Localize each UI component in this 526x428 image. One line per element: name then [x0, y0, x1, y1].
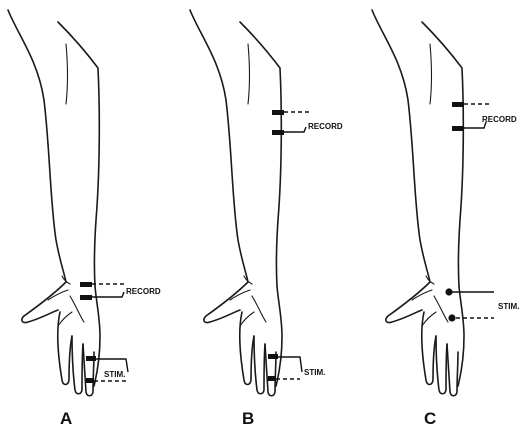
record-electrode-distal — [80, 295, 92, 300]
record-label: RECORD — [482, 115, 517, 124]
stim-label: STIM. — [304, 368, 325, 377]
record-electrode-proximal — [272, 110, 284, 115]
record-label: RECORD — [308, 122, 343, 131]
record-label: RECORD — [126, 287, 161, 296]
record-electrode-distal — [452, 126, 464, 131]
stim-label: STIM. — [104, 370, 125, 379]
panel-c: RECORD STIM. C — [372, 10, 519, 428]
record-electrode-proximal — [452, 102, 464, 107]
stim-electrode-distal — [268, 376, 276, 381]
stim-electrodes-c: STIM. — [445, 288, 519, 321]
record-electrodes-a: RECORD — [80, 282, 161, 300]
record-electrodes-c: RECORD — [452, 102, 517, 131]
record-electrodes-b: RECORD — [272, 110, 343, 135]
stim-electrode-distal — [86, 378, 94, 383]
stim-electrodes-a: STIM. — [86, 356, 128, 383]
panel-letter-a: A — [60, 409, 72, 428]
panel-b: RECORD STIM. B — [190, 10, 343, 428]
stim-electrode-proximal — [86, 356, 96, 361]
record-electrode-proximal — [80, 282, 92, 287]
stim-label: STIM. — [498, 302, 519, 311]
panel-letter-c: C — [424, 409, 436, 428]
panel-a: RECORD STIM. A — [8, 10, 161, 428]
stim-electrode-proximal — [445, 288, 452, 295]
stim-electrode-distal — [448, 314, 455, 321]
record-electrode-distal — [272, 130, 284, 135]
stim-electrode-proximal — [268, 354, 278, 359]
panel-letter-b: B — [242, 409, 254, 428]
stim-electrodes-b: STIM. — [268, 354, 325, 381]
